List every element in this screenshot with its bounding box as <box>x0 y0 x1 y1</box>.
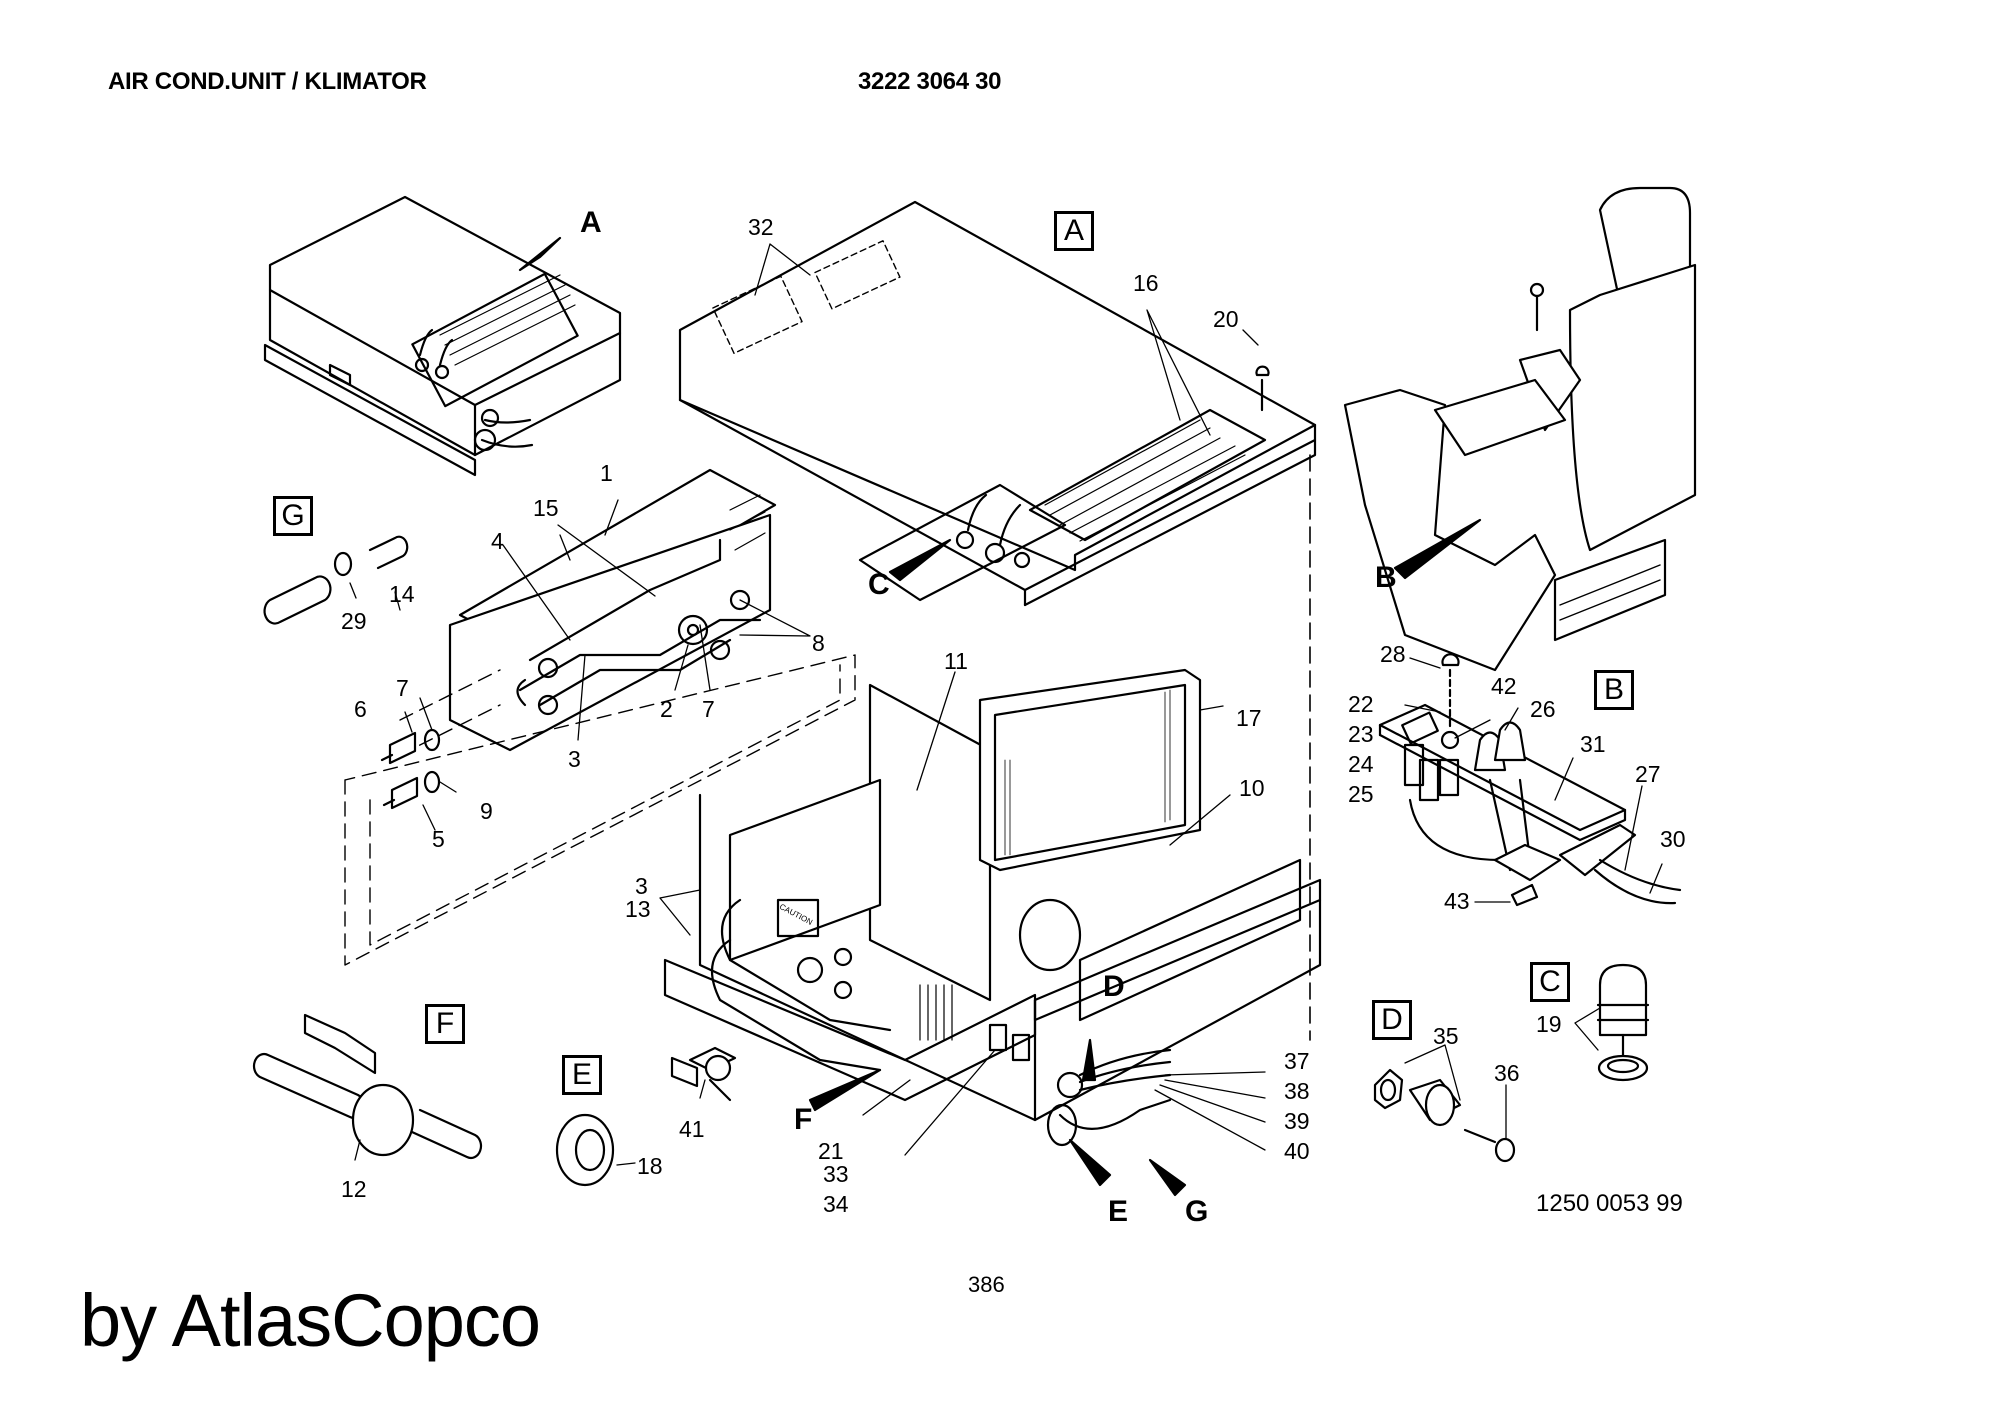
callout-35: 35 <box>1433 1023 1459 1049</box>
callout-12: 12 <box>341 1176 367 1202</box>
callout-20: 20 <box>1213 306 1239 332</box>
callout-16: 16 <box>1133 270 1159 296</box>
callout-3: 3 <box>568 746 581 772</box>
callout-41: 41 <box>679 1116 705 1142</box>
callout-17: 17 <box>1236 705 1262 731</box>
callout-8: 8 <box>812 630 825 656</box>
assembly-part-number: 3222 3064 30 <box>858 68 1002 95</box>
callout-38: 38 <box>1284 1078 1310 1104</box>
callout-13: 13 <box>625 896 651 922</box>
callout-28: 28 <box>1380 641 1406 667</box>
callout-22: 22 <box>1348 691 1374 717</box>
view-pointer-e: E <box>1108 1195 1129 1228</box>
fitting-19-illustration <box>1596 963 1650 1082</box>
detail-view-box-b: B <box>1594 670 1634 710</box>
callout-19: 19 <box>1536 1011 1562 1037</box>
detail-view-box-a: A <box>1054 211 1094 251</box>
callout-10: 10 <box>1239 775 1265 801</box>
view-pointer-c: C <box>868 568 890 601</box>
callout-42: 42 <box>1491 673 1517 699</box>
view-pointer-b: B <box>1375 561 1397 594</box>
callout-11: 11 <box>944 648 968 674</box>
callout-26: 26 <box>1530 696 1556 722</box>
callout-9: 9 <box>480 798 493 824</box>
callout-31: 31 <box>1580 731 1606 757</box>
callout-33: 33 <box>823 1161 849 1187</box>
callout-34: 34 <box>823 1191 849 1217</box>
detail-view-box-g: G <box>273 496 313 536</box>
callout-7: 7 <box>396 675 409 701</box>
callout-14: 14 <box>389 581 415 607</box>
callout-1: 1 <box>600 460 613 486</box>
callout-6: 6 <box>354 696 367 722</box>
callout-23: 23 <box>1348 721 1374 747</box>
view-pointer-f: F <box>794 1103 813 1136</box>
dashed-connector-outline <box>344 654 856 966</box>
callout-32: 32 <box>748 214 774 240</box>
callout-27: 27 <box>1635 761 1661 787</box>
callout-5: 5 <box>432 826 445 852</box>
detail-view-box-d: D <box>1372 1000 1412 1040</box>
cable-gland-35-illustration <box>1373 1068 1516 1163</box>
callout-36: 36 <box>1494 1060 1520 1086</box>
view-pointer-d: D <box>1103 970 1125 1003</box>
pressure-switches-illustration <box>380 728 441 810</box>
callout-39: 39 <box>1284 1108 1310 1134</box>
detail-view-box-c: C <box>1530 962 1570 1002</box>
callout-2: 2 <box>660 696 673 722</box>
callout-21: 21 <box>818 1138 844 1164</box>
detail-view-box-f: F <box>425 1004 465 1044</box>
callout-30: 30 <box>1660 826 1686 852</box>
expansion-valve-illustration <box>252 1013 483 1160</box>
callout-37: 37 <box>1284 1048 1310 1074</box>
callout-3: 3 <box>635 873 648 899</box>
callout-4: 4 <box>491 528 504 554</box>
grommet-illustration <box>555 1113 615 1187</box>
operator-seat-illustration <box>1343 186 1697 672</box>
callout-7: 7 <box>702 696 715 722</box>
callout-24: 24 <box>1348 751 1374 777</box>
view-pointer-g: G <box>1185 1195 1209 1228</box>
page-number: 386 <box>968 1272 1005 1297</box>
callout-leader-lines <box>349 243 1663 1166</box>
footer-brand: by AtlasCopco <box>80 1279 541 1362</box>
hose-clamp-illustration <box>263 535 409 625</box>
callout-29: 29 <box>341 608 367 634</box>
callout-18: 18 <box>637 1153 663 1179</box>
fitting-41-illustration <box>670 1054 732 1102</box>
control-panel-illustration <box>1378 653 1682 907</box>
view-pointer-a: A <box>580 206 602 239</box>
evaporator-illustration <box>448 468 777 752</box>
diagram-title: AIR COND.UNIT / KLIMATOR <box>108 68 427 95</box>
main-housing-illustration <box>663 668 1322 1197</box>
callout-43: 43 <box>1444 888 1470 914</box>
cover-panel-illustration <box>678 200 1317 1041</box>
callout-15: 15 <box>533 495 559 521</box>
overview-unit-illustration <box>263 195 622 477</box>
callout-25: 25 <box>1348 781 1374 807</box>
callout-40: 40 <box>1284 1138 1310 1164</box>
detail-view-box-e: E <box>562 1055 602 1095</box>
drawing-number: 1250 0053 99 <box>1536 1190 1683 1217</box>
